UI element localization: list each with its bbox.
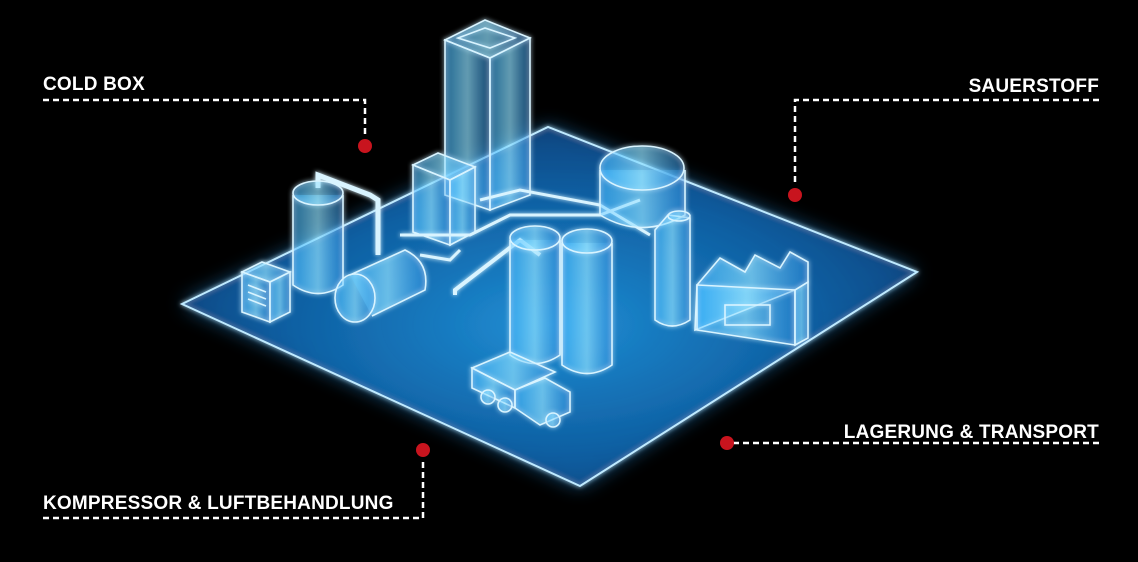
- callout-cold-box: COLD BOX: [43, 74, 145, 95]
- leader-sauerstoff: [793, 98, 1099, 185]
- storage-tank-left: [509, 225, 561, 365]
- compressor-unit: [239, 261, 293, 324]
- vertical-tank: [292, 180, 344, 295]
- leader-kompressor: [43, 458, 425, 520]
- callout-kompressor-luftbehandlung: KOMPRESSOR & LUFTBEHANDLUNG: [43, 493, 394, 514]
- cold-box-unit: [411, 152, 477, 247]
- marker-cold-box: [358, 139, 372, 153]
- storage-tank-right: [561, 228, 613, 375]
- marker-lagerung: [720, 436, 734, 450]
- cold-box-tower: [443, 19, 532, 212]
- transport-truck: [470, 351, 571, 428]
- marker-sauerstoff: [788, 188, 802, 202]
- leader-cold-box: [43, 98, 367, 138]
- marker-kompressor: [416, 443, 430, 457]
- horizontal-tank: [334, 249, 427, 323]
- callout-sauerstoff: SAUERSTOFF: [968, 76, 1099, 97]
- callout-lagerung-transport: LAGERUNG & TRANSPORT: [843, 422, 1099, 443]
- oxygen-storage-tank: [599, 145, 686, 229]
- chimney: [654, 210, 691, 327]
- factory-building: [694, 250, 809, 347]
